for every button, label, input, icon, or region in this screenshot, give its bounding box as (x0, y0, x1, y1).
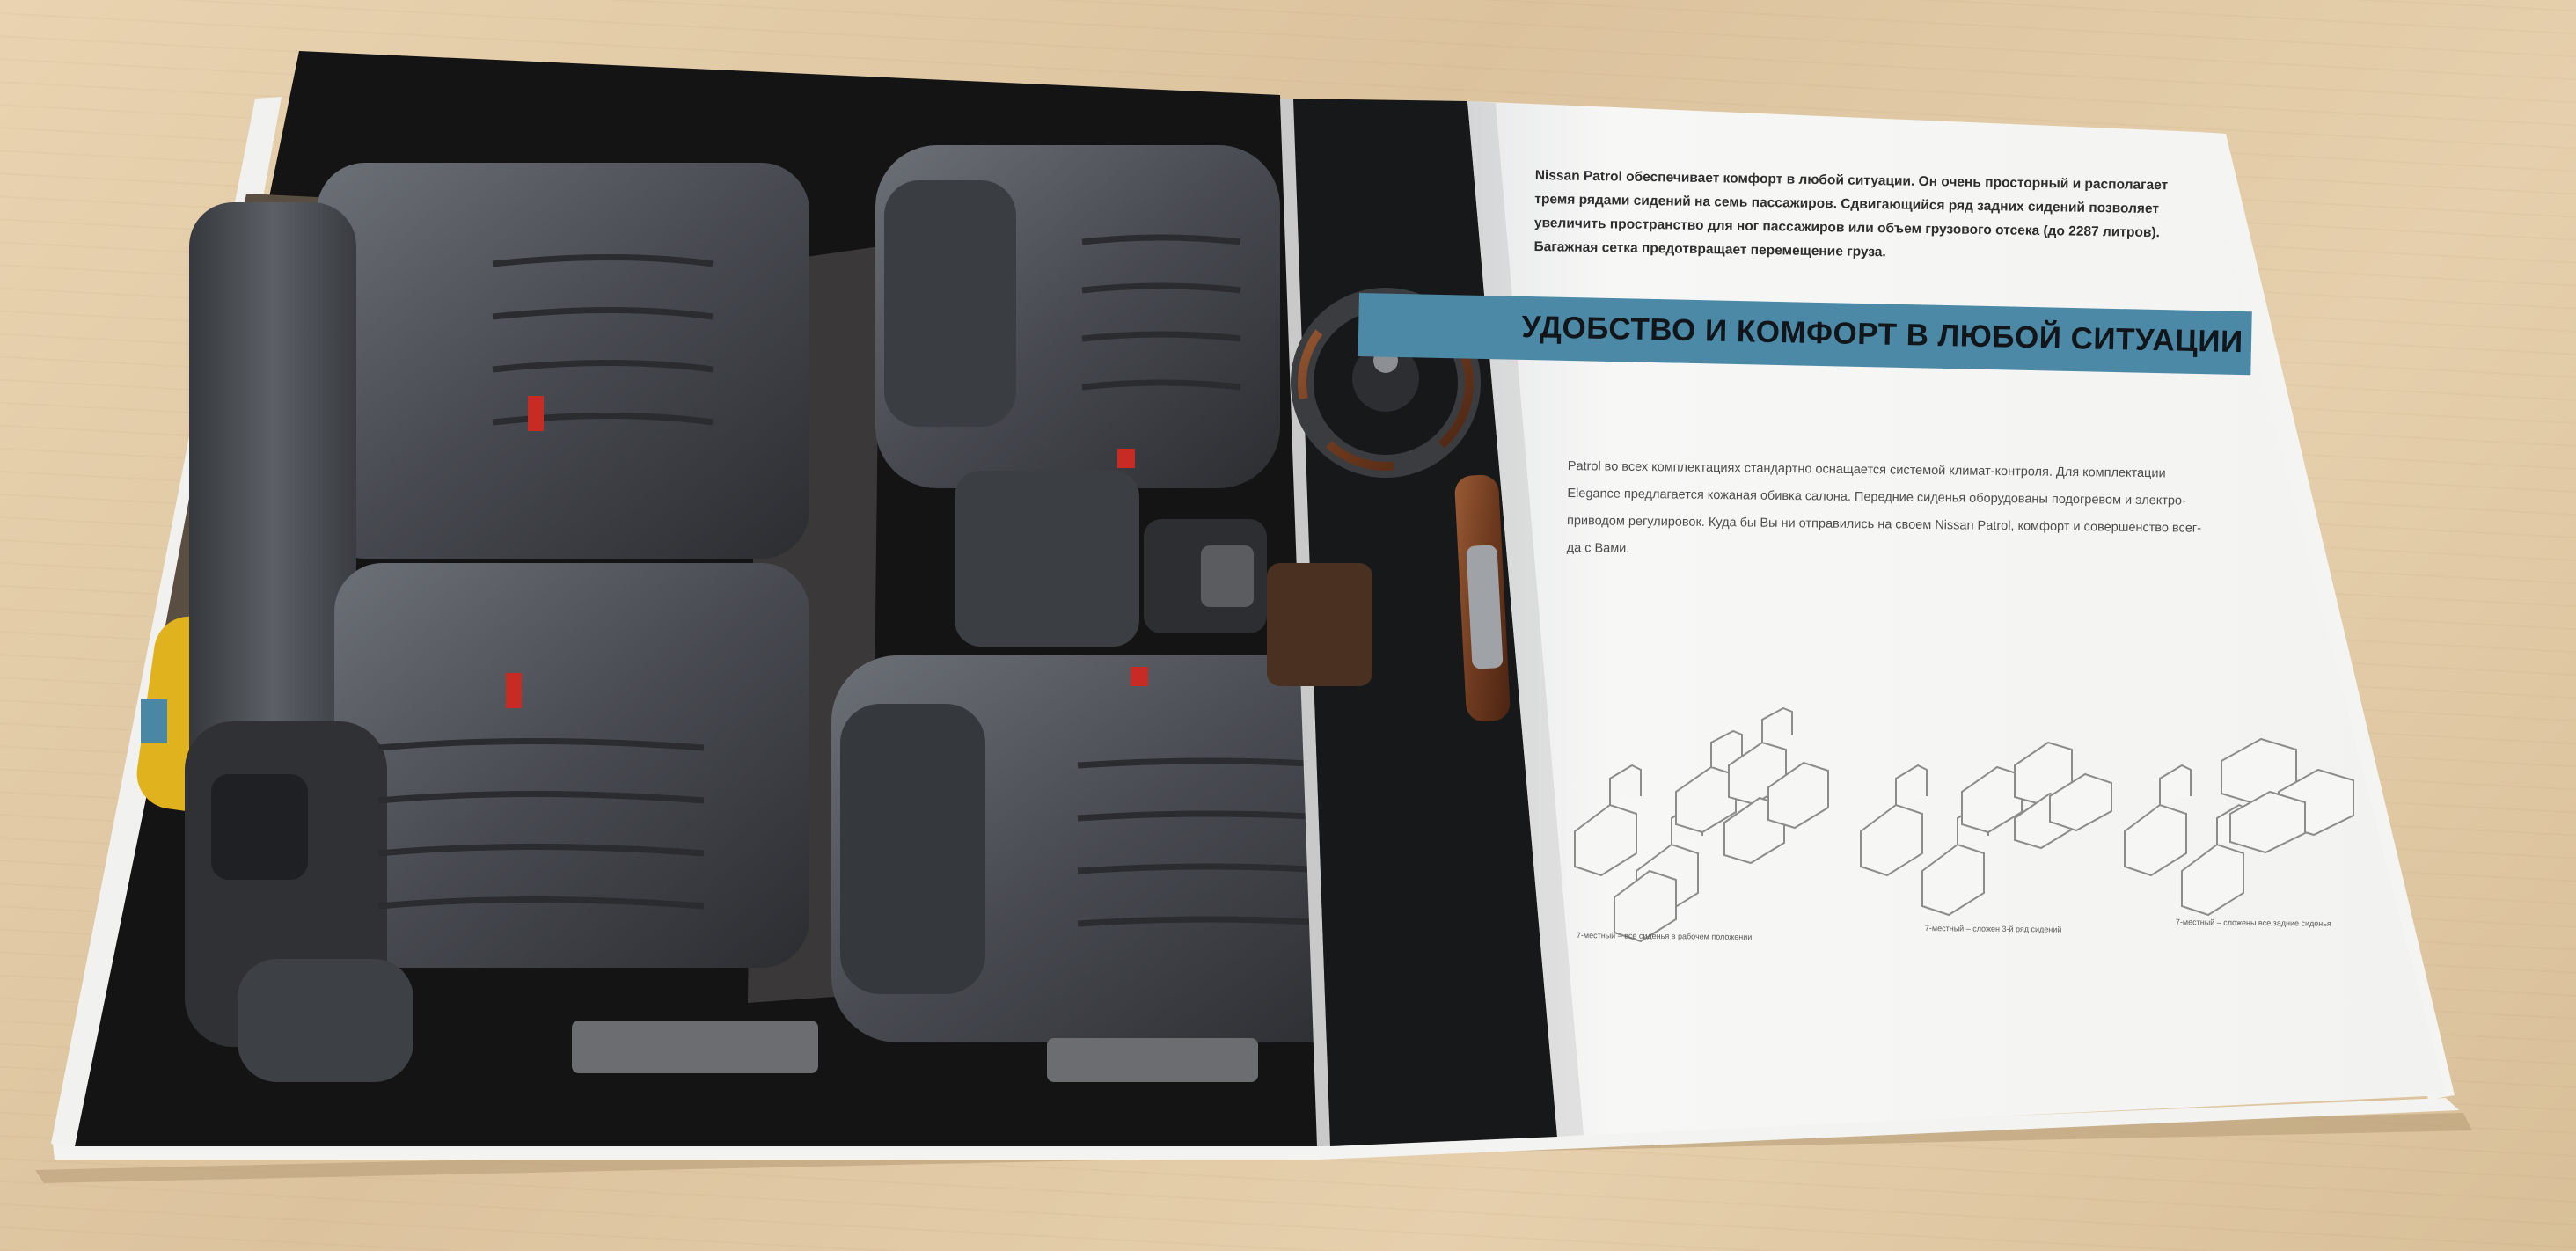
intro-paragraph: Nissan Patrol обеспечивает комфорт в люб… (1533, 164, 2186, 269)
diagram-caption-all-seats: 7-местный – все сиденья в рабочем положе… (1576, 931, 1753, 942)
diagram-caption-third-row: 7-местный – сложен 3-й ряд сидений (1924, 924, 2062, 934)
diagram-3rd-row-folded (1860, 741, 2112, 917)
rear-bench-seat (185, 163, 809, 1082)
door-handle (1466, 545, 1504, 669)
diagram-all-rear-folded (2124, 737, 2354, 917)
body-paragraph: Patrol во всех комплектациях стандартно … (1566, 453, 2236, 570)
front-passenger-seat (875, 145, 1280, 488)
page-edge-right (2199, 132, 2455, 1100)
driver-seat (572, 655, 1377, 1082)
center-console (955, 471, 1267, 647)
photo-blue-strip (141, 699, 167, 743)
steering-wheel (1291, 288, 1481, 478)
diagram-caption-all-rear: 7-местный – сложены все задние сиденья (2175, 918, 2331, 928)
page-fold-shadow (1467, 101, 1584, 1137)
diagram-7-seats (1574, 706, 1829, 943)
gear-shift-area (1267, 563, 1372, 686)
